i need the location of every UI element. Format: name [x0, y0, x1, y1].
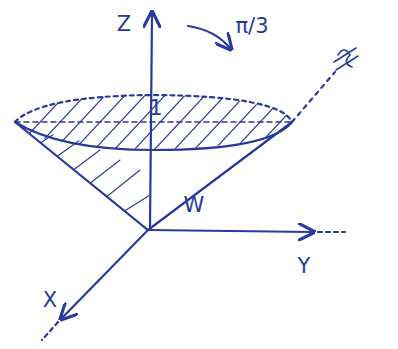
axis-label: X — [43, 290, 57, 311]
side-hatching — [30, 130, 150, 220]
x-axis — [62, 230, 148, 318]
y-axis — [148, 230, 312, 232]
cone-sides — [15, 122, 292, 230]
axis-label: Y — [298, 256, 311, 277]
cone-generatrix — [292, 72, 335, 122]
z-axis — [150, 14, 152, 228]
height-label: 1 — [149, 98, 162, 119]
top-hatching — [0, 90, 330, 165]
rim-front — [15, 122, 292, 150]
axis-label: Z — [117, 14, 131, 35]
angle-label: π/3 — [235, 16, 268, 37]
rim-back — [15, 95, 292, 122]
y-axis-dash — [318, 231, 345, 233]
x-axis-dash — [42, 322, 58, 340]
diameter — [15, 121, 292, 123]
scribble — [334, 48, 358, 70]
angle-arrow — [188, 26, 230, 48]
region-label: W — [184, 195, 205, 216]
